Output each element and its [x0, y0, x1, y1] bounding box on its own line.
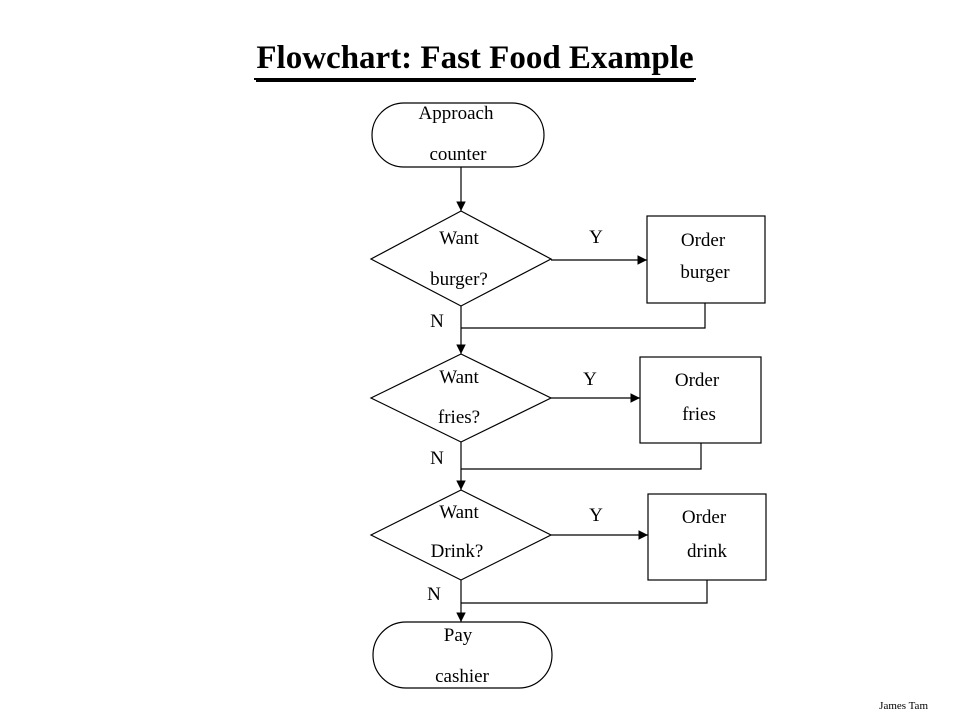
order-drink-box: Order drink	[647, 493, 767, 581]
fries-decision-label-1: Want	[439, 367, 479, 388]
start-label-2: counter	[430, 144, 488, 165]
drink-decision-label-2: Drink?	[431, 541, 484, 562]
burger-decision-label-2: burger?	[430, 269, 488, 290]
fries-yes-label: Y	[583, 369, 597, 390]
burger-decision-label-1: Want	[439, 228, 479, 249]
end-label-2: cashier	[435, 666, 489, 687]
burger-no-label: N	[430, 311, 444, 332]
author-credit: James Tam	[879, 700, 928, 712]
fries-decision-label-2: fries?	[438, 407, 480, 428]
end-label-1: Pay	[444, 625, 473, 646]
start-label-1: Approach	[419, 103, 494, 124]
fries-decision: Want fries?	[369, 353, 553, 443]
order-burger-label-1: Order	[681, 230, 726, 251]
edge-burger-return	[461, 303, 706, 329]
start-terminal: Approach counter	[371, 102, 545, 168]
burger-decision: Want burger?	[369, 210, 553, 307]
edge-fries-return	[461, 443, 702, 470]
order-burger-label-2: burger	[680, 262, 730, 283]
order-fries-box: Order fries	[639, 356, 762, 444]
drink-no-label: N	[427, 584, 441, 605]
order-drink-label-2: drink	[687, 541, 728, 562]
burger-yes-label: Y	[589, 227, 603, 248]
page-title: Flowchart: Fast Food Example	[0, 40, 950, 80]
order-drink-label-1: Order	[682, 507, 727, 528]
end-terminal: Pay cashier	[372, 621, 553, 689]
order-burger-box: Order burger	[646, 215, 766, 304]
order-fries-label-2: fries	[682, 404, 716, 425]
order-fries-label-1: Order	[675, 370, 720, 391]
fries-no-label: N	[430, 448, 444, 469]
drink-decision-label-1: Want	[439, 502, 479, 523]
edge-drink-return	[461, 580, 708, 604]
drink-yes-label: Y	[589, 505, 603, 526]
drink-decision: Want Drink?	[369, 489, 553, 581]
